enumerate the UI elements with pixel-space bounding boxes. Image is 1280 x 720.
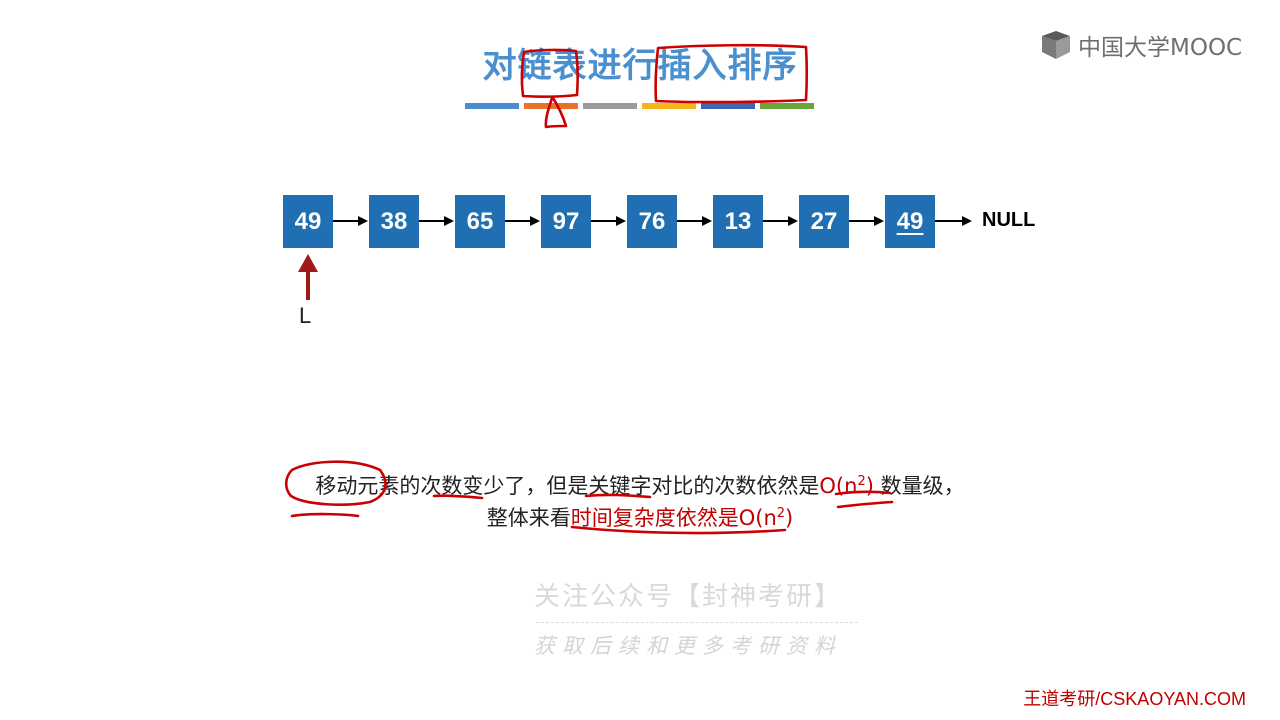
watermark-line-2: 获取后续和更多考研资料 [534, 634, 842, 658]
complexity-text: 时间复杂度依然是O(n2) [571, 506, 794, 530]
description-line-2: 整体来看时间复杂度依然是O(n2) [260, 498, 1020, 534]
node-value: 97 [552, 207, 580, 235]
title-color-bars [465, 103, 814, 109]
color-bar [465, 103, 519, 109]
node-value: 76 [638, 207, 666, 235]
complexity-base: O(n [819, 474, 858, 498]
footer-brand: 王道考研/CSKAOYAN.COM [1023, 689, 1246, 709]
head-pointer-label: L [299, 303, 312, 328]
complexity-base: 时间复杂度依然是O(n [570, 506, 777, 530]
watermark-divider [536, 622, 858, 623]
color-bar [524, 103, 578, 109]
list-node: 49 [885, 195, 935, 248]
description-text: 移动元素的次数变少了，但是关键字对比的次数依然是 [315, 474, 820, 498]
node-value: 49 [896, 207, 924, 235]
description-line-1: 移动元素的次数变少了，但是关键字对比的次数依然是O(n2) 数量级， [260, 466, 1020, 502]
complexity-exponent: 2 [776, 506, 786, 521]
head-pointer-arrow [298, 254, 318, 300]
list-node: 97 [541, 195, 591, 248]
mooc-logo-text: 中国大学MOOC [1078, 35, 1243, 61]
description-text: 数量级， [873, 474, 965, 498]
color-bar [701, 103, 755, 109]
mooc-logo: 中国大学MOOC [1040, 28, 1242, 62]
complexity-exponent: 2 [857, 474, 866, 489]
mooc-logo-icon [1042, 31, 1070, 59]
list-node: 13 [713, 195, 763, 248]
watermark-line-1: 关注公众号【封神考研】 [534, 582, 843, 612]
null-terminator: NULL [982, 209, 1036, 231]
color-bar [583, 103, 637, 109]
complexity-close: ) [865, 474, 874, 498]
list-node: 76 [627, 195, 677, 248]
node-value: 65 [466, 207, 494, 235]
color-bar [642, 103, 696, 109]
node-value: 38 [380, 207, 408, 235]
list-node: 49 [283, 195, 333, 248]
complexity-text: O(n2) [819, 474, 874, 498]
slide-title: 对链表进行插入排序 [482, 46, 798, 86]
description-text: 整体来看 [486, 506, 571, 530]
node-value: 13 [724, 207, 752, 235]
color-bar [760, 103, 814, 109]
list-node: 38 [369, 195, 419, 248]
complexity-close: ) [785, 506, 794, 530]
list-node: 65 [455, 195, 505, 248]
node-value: 27 [810, 207, 838, 235]
list-node: 27 [799, 195, 849, 248]
node-value: 49 [294, 207, 322, 235]
